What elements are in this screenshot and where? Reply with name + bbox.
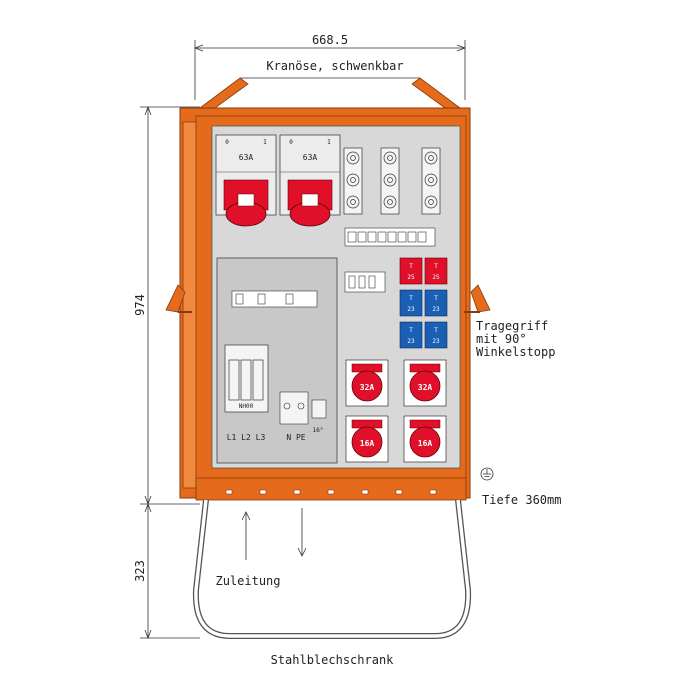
schuko-blue-4: T 23: [424, 321, 448, 349]
supply-arrow-down: [297, 508, 307, 557]
svg-text:T: T: [409, 327, 413, 334]
depth-label: Tiefe 360mm: [482, 493, 561, 507]
crane-eye-roof: [198, 77, 462, 109]
indicator-lights: [343, 147, 441, 215]
svg-text:25: 25: [407, 274, 415, 281]
cabinet-base: [195, 477, 467, 501]
schuko-blue-2: T 23: [424, 289, 448, 317]
svg-text:23: 23: [432, 338, 440, 345]
fuse-label: NH00: [239, 403, 254, 410]
handle-label-2: mit 90°: [476, 332, 527, 346]
width-dimension: [193, 40, 467, 100]
cee-socket-16a-left: [345, 415, 389, 463]
switch-right-on-mark: I: [327, 139, 331, 146]
socket-16a-left-label: 16A: [360, 439, 375, 448]
cabinet-height-label: 974: [133, 294, 147, 316]
schuko-blue-1: T 23: [399, 289, 423, 317]
handle-label-3: Winkelstopp: [476, 345, 555, 359]
door-hinge-strip: [182, 121, 198, 489]
height-dimension: [140, 105, 200, 640]
svg-text:T: T: [409, 295, 413, 302]
n-pe-terminal: [279, 391, 327, 425]
svg-text:T: T: [434, 327, 438, 334]
handle-label-1: Tragegriff: [476, 319, 548, 333]
socket-16a-right-label: 16A: [418, 439, 433, 448]
main-switch-right: [279, 134, 341, 227]
svg-text:25: 25: [432, 274, 440, 281]
cee-socket-32a-left: [345, 359, 389, 407]
svg-text:T: T: [434, 263, 438, 270]
crane-eye-label: Kranöse, schwenkbar: [266, 59, 403, 73]
steel-stand-inner: [194, 499, 470, 638]
din-rail-breakers: [231, 290, 318, 308]
svg-text:23: 23: [407, 338, 415, 345]
main-switch-left: [215, 134, 277, 227]
svg-text:T: T: [434, 295, 438, 302]
n-pe-label: N PE: [286, 433, 305, 442]
base-holes: [225, 489, 437, 495]
cabinet-type-label: Stahlblechschrank: [271, 653, 395, 667]
switch-left-off-mark: 0: [225, 139, 229, 146]
cee-socket-32a-right: [403, 359, 447, 407]
socket-32a-left-label: 32A: [360, 383, 375, 392]
schuko-red-2: T 25: [424, 257, 448, 285]
svg-text:23: 23: [407, 306, 415, 313]
cee-socket-16a-right: [403, 415, 447, 463]
switch-right-off-mark: 0: [289, 139, 293, 146]
switch-right-rating: 63A: [303, 153, 318, 162]
supply-label: Zuleitung: [215, 574, 280, 588]
rcd-block: [344, 271, 386, 293]
switch-left-on-mark: I: [263, 139, 267, 146]
svg-text:T: T: [409, 263, 413, 270]
steel-stand: [192, 499, 472, 639]
schuko-red-1: T 25: [399, 257, 423, 285]
nh00-fuse: [224, 344, 269, 413]
switch-left-rating: 63A: [239, 153, 254, 162]
supply-arrow-up: [241, 511, 251, 560]
schuko-blue-3: T 23: [399, 321, 423, 349]
svg-text:23: 23: [432, 306, 440, 313]
phase-label: L1 L2 L3: [227, 433, 266, 442]
ground-symbol-icon: [480, 467, 494, 481]
breaker-strip: [344, 227, 436, 247]
terminal-count-label: 16°: [313, 427, 324, 434]
width-label: 668.5: [312, 33, 348, 47]
socket-32a-right-label: 32A: [418, 383, 433, 392]
stand-height-label: 323: [133, 560, 147, 582]
